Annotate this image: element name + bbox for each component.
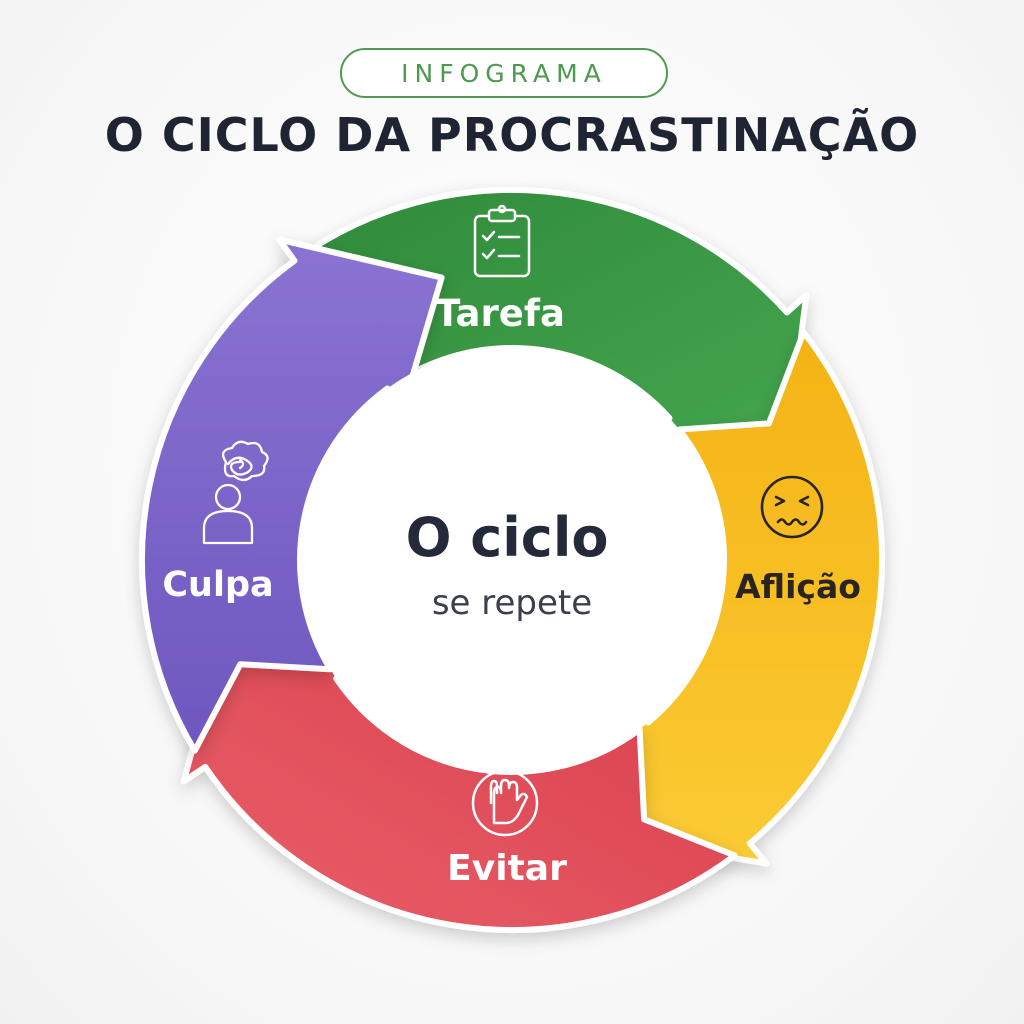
step-evitar: Evitar: [447, 769, 567, 889]
center-disk: [300, 348, 724, 772]
step-label-aflicao: Aflição: [735, 567, 861, 606]
confused-person-icon: [202, 440, 269, 545]
step-label-culpa: Culpa: [162, 565, 273, 605]
distressed-face-icon: [760, 475, 824, 539]
infographic-badge: INFOGRAMA: [340, 48, 668, 98]
page-title: O CICLO DA PROCRASTINAÇÃO: [104, 108, 920, 162]
center-title: O ciclo: [406, 506, 609, 569]
step-culpa: Culpa: [162, 440, 274, 605]
stop-hand-icon: [471, 769, 539, 837]
step-aflicao: Aflição: [735, 475, 861, 606]
center-subtitle: se repete: [432, 583, 592, 623]
clipboard-checklist-icon: [473, 204, 531, 278]
step-label-tarefa: Tarefa: [435, 292, 565, 335]
arrow-tarefa: [281, 187, 810, 464]
step-tarefa: Tarefa: [435, 204, 565, 335]
step-label-evitar: Evitar: [447, 848, 567, 889]
